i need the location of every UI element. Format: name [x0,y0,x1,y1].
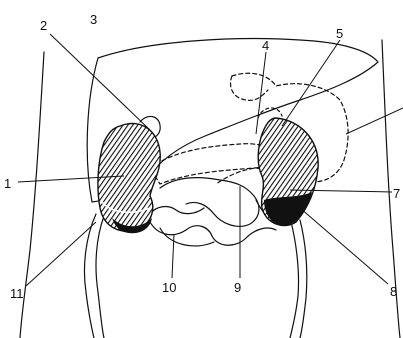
left-adrenal [258,108,282,118]
label-7: 7 [393,186,400,201]
colon-lower [160,228,214,246]
left-ureter [290,218,299,338]
leader-5 [282,40,340,126]
label-3: 3 [90,12,97,27]
label-1: 1 [4,176,11,191]
left-ureter-2 [300,220,307,338]
label-8: 8 [390,284,397,299]
label-11: 11 [10,286,24,301]
leader-6 [346,108,403,134]
label-5: 5 [336,26,343,41]
colon-loop [150,222,276,245]
right-ureter-2 [96,216,104,338]
duodenum [160,178,259,227]
right-ureter [84,214,96,338]
label-9: 9 [234,280,241,295]
label-10: 10 [162,280,176,295]
body-outline-left [20,52,44,338]
leader-lines [18,34,403,286]
label-2: 2 [40,18,47,33]
colon-loop-2 [150,207,204,214]
label-4: 4 [262,38,269,53]
leader-8 [300,208,388,284]
